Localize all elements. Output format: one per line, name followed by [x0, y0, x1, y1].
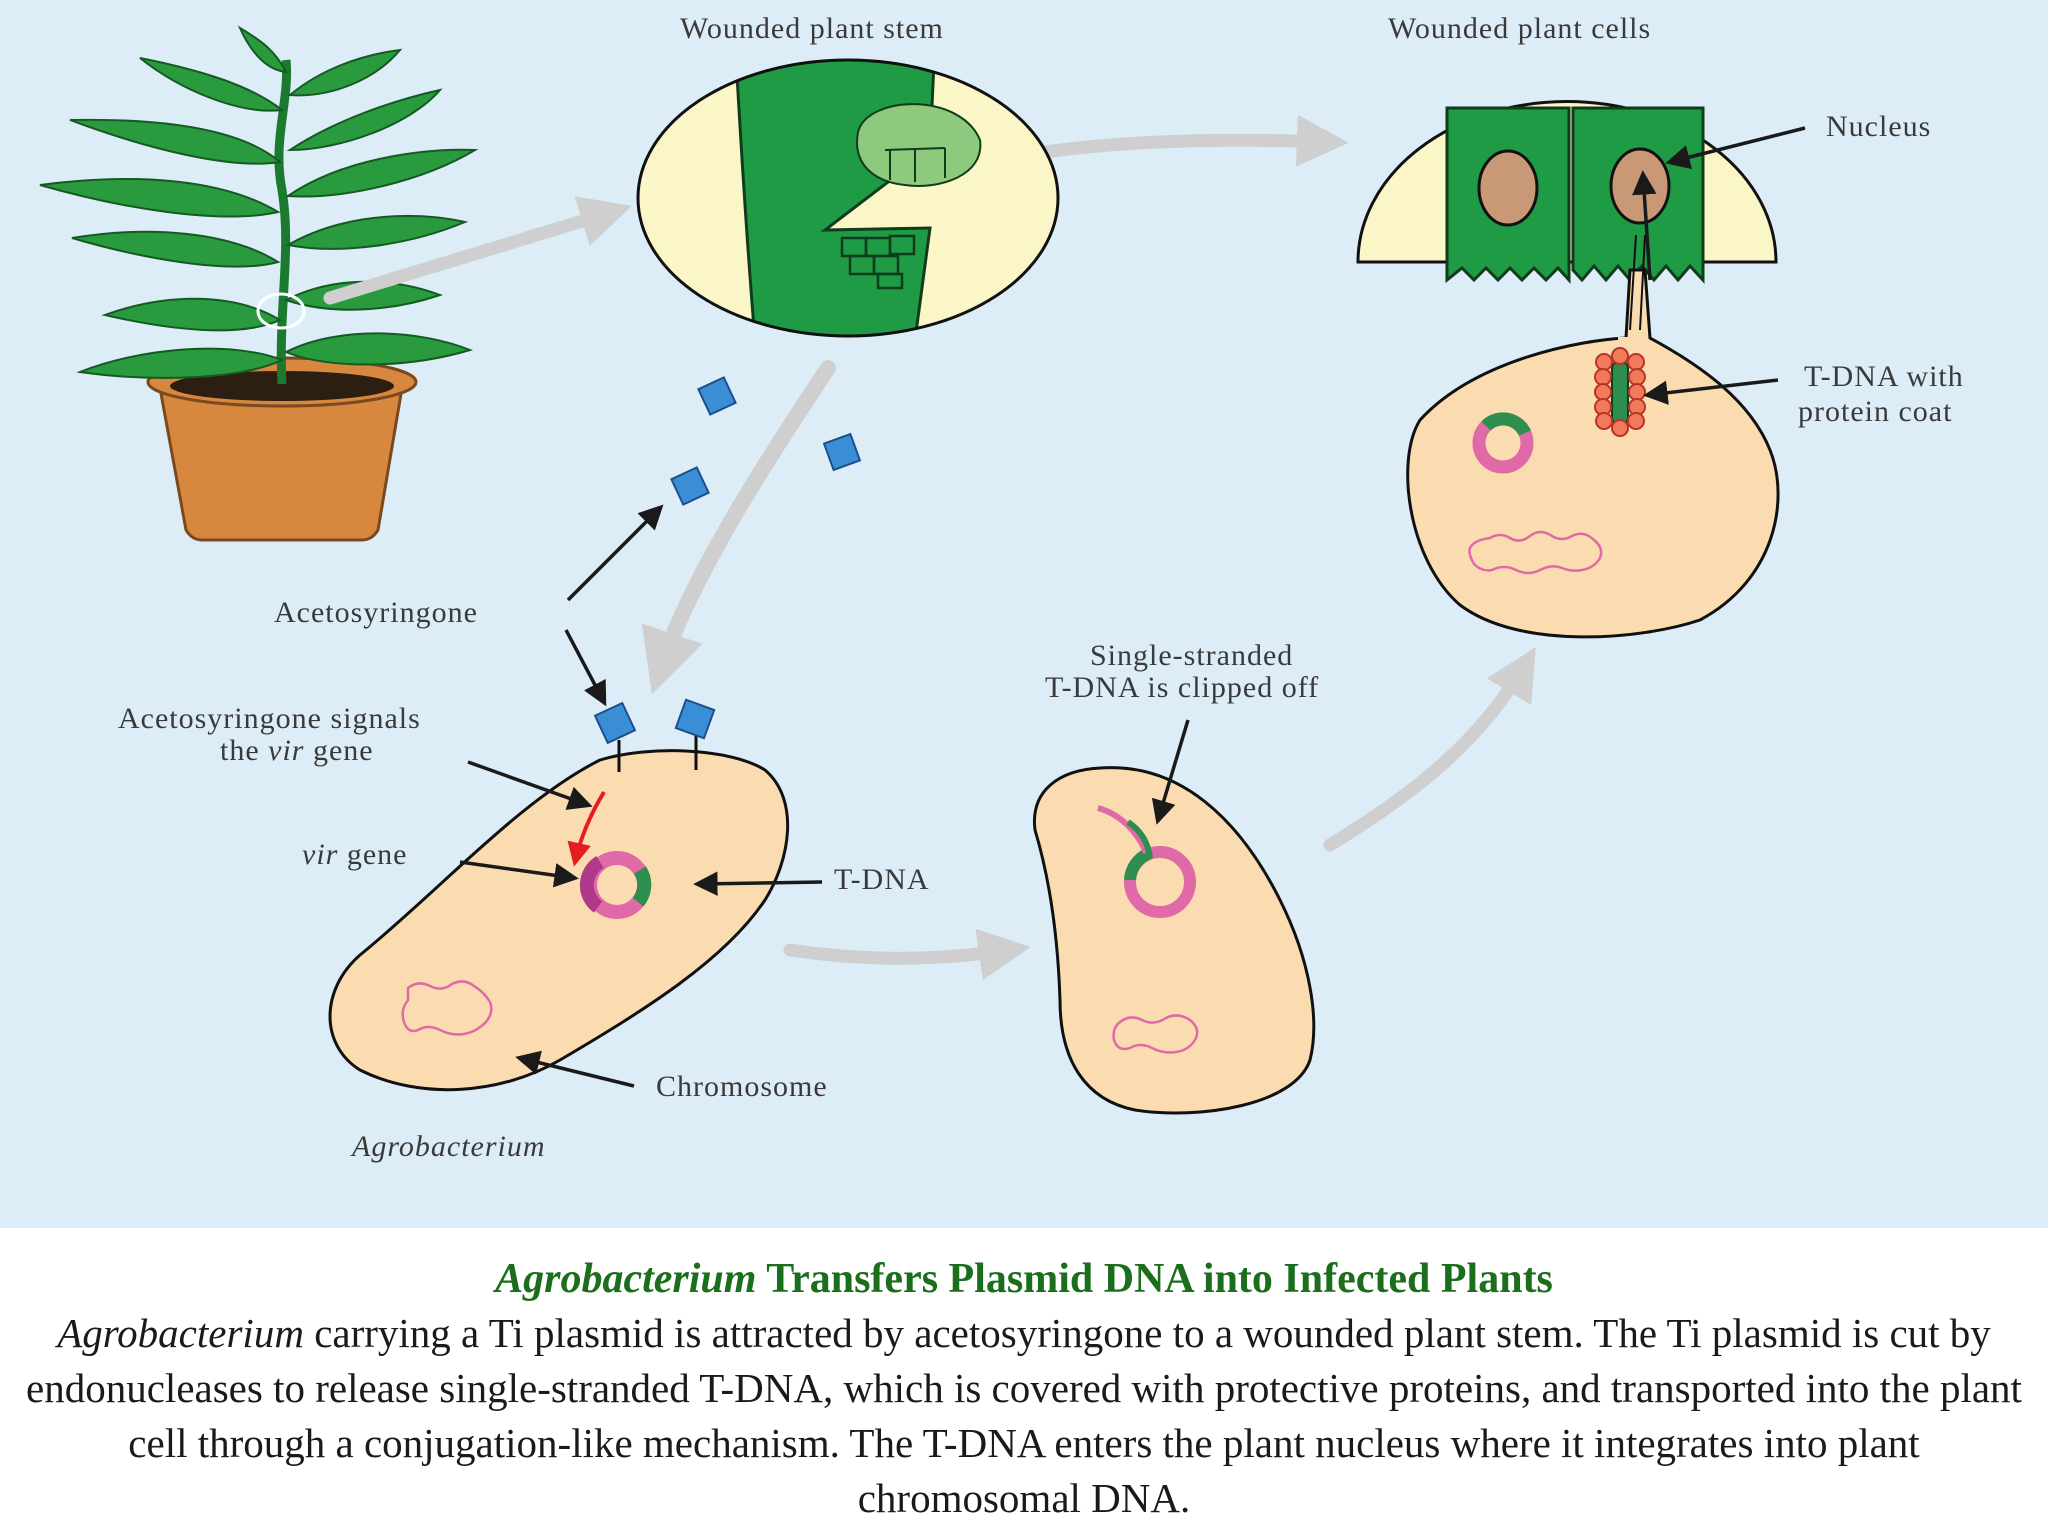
- acetosyringone-molecules: [670, 376, 862, 506]
- diagram-panel: Wounded plant stem Wounded plant cells N…: [0, 0, 2048, 1228]
- label-chromosome: Chromosome: [656, 1070, 828, 1103]
- caption-title-italic: Agrobacterium: [495, 1256, 757, 1302]
- label-pointers: [459, 126, 1806, 1088]
- plant-cell-right: [1571, 106, 1705, 284]
- infected-bacterium: [1406, 234, 1780, 639]
- flow-arrow-stem-to-bacterium: [641, 360, 836, 695]
- process-flow-arrows: [323, 114, 1536, 981]
- agrobacterium-cell: [328, 698, 790, 1092]
- vir-plasmid: [579, 851, 652, 919]
- plant-cell-left: [1445, 106, 1571, 284]
- caption-body-text: carrying a Ti plasmid is attracted by ac…: [26, 1310, 2022, 1521]
- label-single-stranded-1: Single-stranded: [1090, 639, 1293, 672]
- flow-arrow-clipped-to-infected: [1323, 647, 1536, 852]
- flow-arrow-stem-to-cells: [998, 114, 1349, 167]
- bound-acetosyringone-2: [674, 698, 716, 740]
- diagram: Wounded plant stem Wounded plant cells N…: [39, 12, 1964, 1163]
- flow-arrow-plant-to-stem: [323, 196, 632, 305]
- label-wounded-plant-stem: Wounded plant stem: [680, 12, 944, 45]
- bacterial-chromosome-right: [1468, 530, 1603, 575]
- label-tdna-protein-coat-2: protein coat: [1798, 395, 1952, 428]
- bacterial-chromosome-middle: [1112, 1014, 1199, 1054]
- bound-acetosyringone-1: [593, 701, 637, 745]
- remaining-plasmid: [1472, 412, 1534, 474]
- wounded-stem-zoom: [636, 58, 1060, 338]
- wounded-cells-zoom: [1356, 100, 1778, 284]
- signal-arrow: [567, 790, 606, 867]
- clipped-plasmid: [1097, 805, 1196, 918]
- label-acetosyringone: Acetosyringone: [274, 596, 478, 629]
- flow-arrow-bacterium-to-clipped: [783, 928, 1031, 981]
- bacterial-chromosome-left: [401, 980, 493, 1036]
- label-nucleus: Nucleus: [1826, 110, 1931, 143]
- label-single-stranded-2: T-DNA is clipped off: [1045, 671, 1319, 704]
- label-signals-line2: the vir gene: [220, 734, 374, 767]
- caption-body: Agrobacterium carrying a Ti plasmid is a…: [24, 1306, 2024, 1526]
- label-tdna-protein-coat-1: T-DNA with: [1804, 360, 1964, 393]
- acetosyringone-molecule-3: [670, 466, 710, 506]
- acetosyringone-molecule-2: [822, 432, 862, 472]
- caption: Agrobacterium Transfers Plasmid DNA into…: [0, 1228, 2048, 1536]
- clipped-bacterium: [1032, 766, 1316, 1115]
- caption-title-text: Transfers Plasmid DNA into Infected Plan…: [756, 1256, 1553, 1302]
- label-tdna: T-DNA: [834, 863, 930, 896]
- label-vir-gene: vir gene: [302, 838, 407, 871]
- label-agrobacterium: Agrobacterium: [350, 1130, 546, 1163]
- target-nucleus: [1609, 147, 1671, 225]
- tdna-transfer-channel: [1629, 234, 1646, 331]
- label-wounded-plant-cells: Wounded plant cells: [1388, 12, 1651, 45]
- caption-title: Agrobacterium Transfers Plasmid DNA into…: [0, 1254, 2048, 1304]
- potted-plant: [39, 25, 479, 542]
- caption-body-italic: Agrobacterium: [57, 1310, 304, 1356]
- acetosyringone-molecule-1: [697, 376, 737, 416]
- label-signals-line1: Acetosyringone signals: [118, 702, 421, 735]
- tdna-protein-coat: [1594, 347, 1646, 437]
